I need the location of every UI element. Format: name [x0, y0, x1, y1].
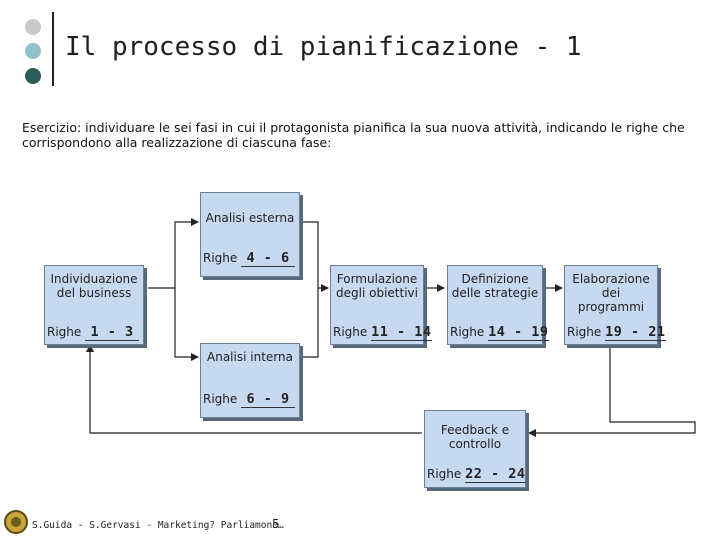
box-feedback-controllo: Feedback e controllo Righe 22 - 24	[424, 410, 526, 488]
box-title: Definizione delle strategie	[451, 272, 539, 300]
box-definizione-strategie: Definizione delle strategie Righe 14 - 1…	[447, 265, 549, 345]
righe-field: Righe 6 - 9	[203, 391, 296, 408]
box-title: Analisi esterna	[205, 211, 295, 225]
righe-field: Righe 1 - 3	[47, 324, 140, 341]
righe-value: 1 - 3	[85, 324, 140, 341]
righe-label: Righe	[567, 325, 602, 339]
bullet-dot-dark	[25, 68, 41, 84]
connector-business-interna	[174, 288, 199, 361]
page-number: 5	[272, 517, 280, 531]
righe-value: 19 - 21	[605, 324, 666, 341]
righe-value: 11 - 14	[371, 324, 432, 341]
righe-field: Righe 14 - 19	[450, 324, 549, 341]
box-analisi-esterna: Analisi esterna Righe 4 - 6	[200, 192, 300, 277]
bullet-dot-teal	[25, 43, 41, 59]
bullet-dot-gray	[25, 19, 41, 35]
righe-label: Righe	[427, 467, 462, 481]
box-title: Analisi interna	[207, 350, 293, 364]
righe-value: 4 - 6	[241, 250, 296, 267]
box-title: Formulazione degli obiettivi	[336, 272, 418, 300]
box-title: Feedback e controllo	[440, 423, 510, 451]
title-divider	[52, 12, 54, 86]
righe-value: 6 - 9	[241, 391, 296, 408]
connector-esterna-obiettivi	[303, 221, 329, 292]
box-analisi-interna: Analisi interna Righe 6 - 9	[200, 343, 300, 418]
box-title: Individuazione del business	[50, 272, 138, 300]
righe-field: Righe 4 - 6	[203, 250, 296, 267]
righe-value: 22 - 24	[465, 466, 526, 483]
connector-feedback-business	[86, 344, 422, 434]
righe-field: Righe 11 - 14	[333, 324, 432, 341]
exercise-text: Esercizio: individuare le sei fasi in cu…	[22, 120, 685, 150]
righe-field: Righe 19 - 21	[567, 324, 666, 341]
slide-title: Il processo di pianificazione - 1	[65, 32, 582, 62]
righe-label: Righe	[450, 325, 485, 339]
righe-value: 14 - 19	[488, 324, 549, 341]
footer-credits: S.Guida - S.Gervasi - Marketing? Parliam…	[32, 520, 284, 531]
righe-field: Righe 22 - 24	[427, 466, 526, 483]
box-formulazione-obiettivi: Formulazione degli obiettivi Righe 11 - …	[330, 265, 432, 345]
righe-label: Righe	[333, 325, 368, 339]
connector-interna-obiettivi	[303, 288, 319, 358]
box-individuazione-business: Individuazione del business Righe 1 - 3	[44, 265, 144, 345]
righe-label: Righe	[203, 251, 238, 265]
box-elaborazione-programmi: Elaborazione dei programmi Righe 19 - 21	[564, 265, 666, 345]
righe-label: Righe	[203, 392, 238, 406]
connector-programmi-feedback	[528, 345, 696, 437]
university-seal-icon	[4, 510, 28, 534]
righe-label: Righe	[47, 325, 82, 339]
connector-business-esterna	[148, 218, 199, 289]
box-title: Elaborazione dei programmi	[572, 272, 650, 314]
